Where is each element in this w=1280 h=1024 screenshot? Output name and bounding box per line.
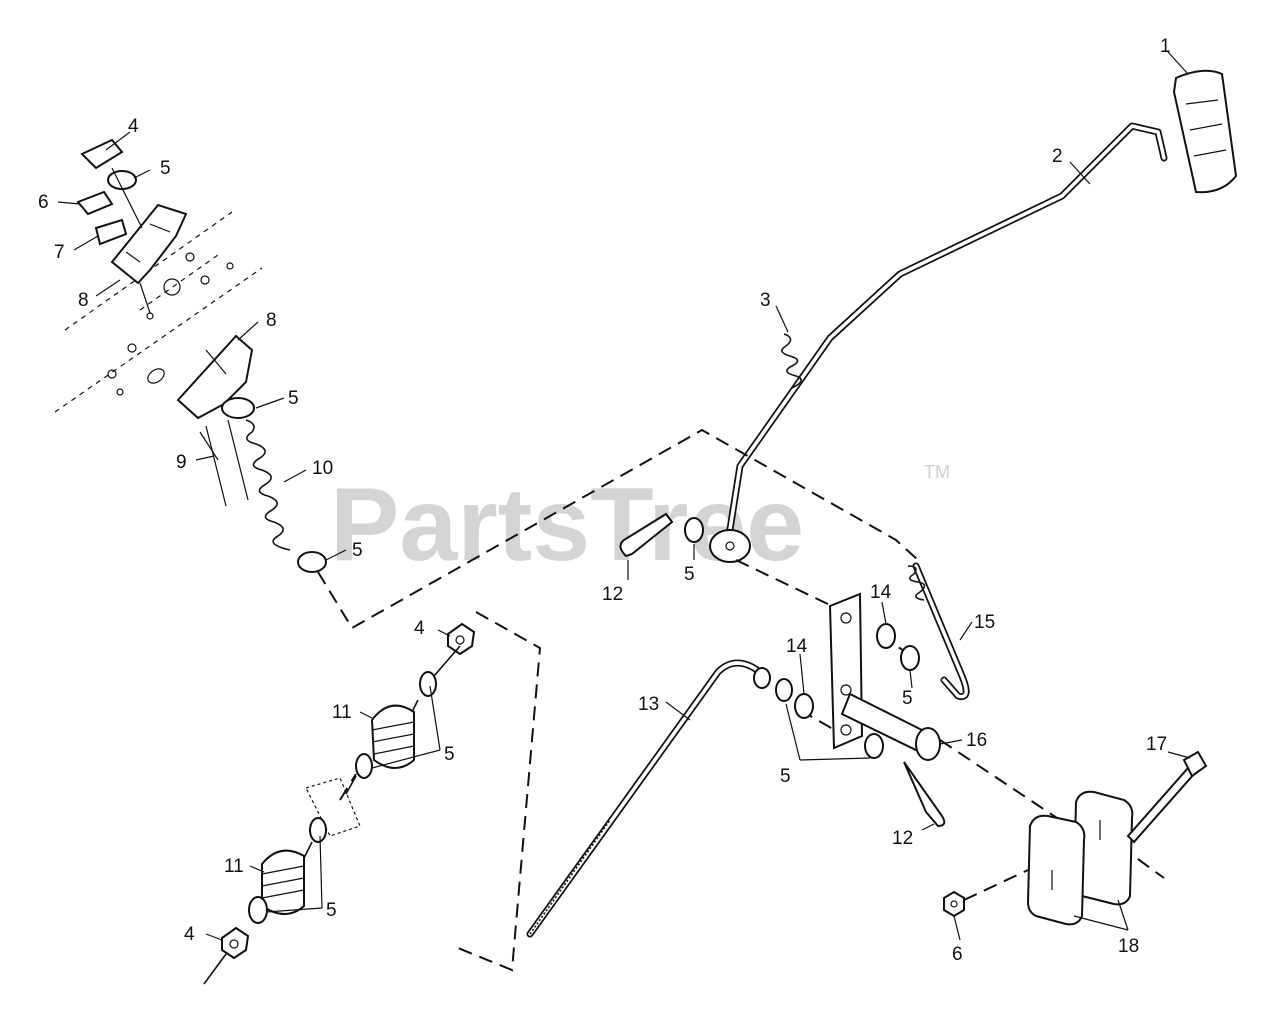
callout-4-lower-nut: 4 <box>184 924 195 945</box>
callout-6-lower: 6 <box>952 944 963 965</box>
callout-2: 2 <box>1052 146 1063 167</box>
bolt-17 <box>1126 750 1208 844</box>
grip <box>1172 69 1238 194</box>
callout-labels: 1 2 3 4 5 6 7 8 8 5 9 10 5 12 5 4 11 5 1… <box>38 36 1171 965</box>
lower-bracket <box>176 334 327 573</box>
callout-5-pin: 5 <box>684 564 695 585</box>
callout-11-lower: 11 <box>224 856 244 877</box>
spring-stack <box>203 622 476 985</box>
callout-7: 7 <box>54 242 65 263</box>
rod-13 <box>526 659 771 938</box>
callout-6: 6 <box>38 192 49 213</box>
callout-10: 10 <box>312 458 333 479</box>
leader-lines <box>57 51 1191 941</box>
callout-1: 1 <box>1160 36 1171 57</box>
callout-14-lower: 14 <box>786 636 808 657</box>
callout-4-upper-nut: 4 <box>414 618 425 639</box>
pivot-plate <box>775 592 941 761</box>
callout-5-lower-washers: 5 <box>326 900 337 921</box>
callout-5-bracket: 5 <box>288 388 299 409</box>
watermark-logo: PartsTree <box>330 467 804 583</box>
callout-16: 16 <box>966 730 987 751</box>
blocks-18 <box>1026 790 1134 926</box>
callout-5: 5 <box>160 158 171 179</box>
callout-3: 3 <box>760 290 771 311</box>
nut-6-lower <box>943 869 1029 918</box>
callout-5-shaft: 5 <box>780 766 791 787</box>
callout-15: 15 <box>974 612 995 633</box>
spring-3 <box>781 333 802 389</box>
callout-8-lower: 8 <box>266 310 277 331</box>
callout-9: 9 <box>176 452 187 473</box>
frame-outline <box>54 211 263 413</box>
callout-11: 11 <box>332 702 352 723</box>
upper-bracket <box>76 138 188 320</box>
lever-rod <box>709 122 1168 563</box>
callout-12: 12 <box>602 584 623 605</box>
control-rod-15 <box>907 562 970 701</box>
callout-8: 8 <box>78 290 89 311</box>
callout-5-spring: 5 <box>352 540 363 561</box>
callout-14: 14 <box>870 582 892 603</box>
callout-5-plate: 5 <box>902 688 913 709</box>
cotter-pin-lower <box>903 761 946 828</box>
callout-5-upper-washers: 5 <box>444 744 455 765</box>
watermark-trademark: TM <box>924 462 950 482</box>
callout-13: 13 <box>638 694 659 715</box>
callout-17: 17 <box>1146 734 1167 755</box>
callout-18: 18 <box>1118 936 1139 957</box>
callout-4: 4 <box>128 116 139 137</box>
cotter-pin-upper <box>619 512 704 558</box>
callout-12-lower: 12 <box>892 828 913 849</box>
